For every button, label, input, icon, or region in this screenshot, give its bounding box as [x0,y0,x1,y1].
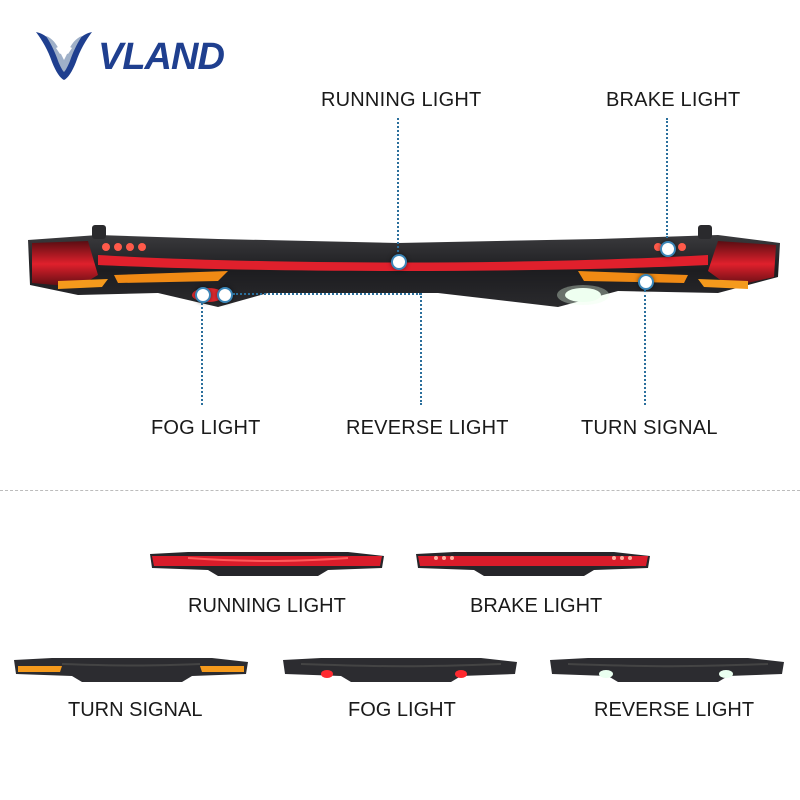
reverse-light-callout-v [420,293,422,405]
vland-eagle-logo-icon [36,32,92,80]
turn-signal-label: TURN SIGNAL [581,417,718,439]
variant-fog-lamp [281,654,519,684]
fog-light-callout-line [201,303,203,405]
variant-reverse-lamp [548,654,786,684]
reverse-light-marker [217,287,233,303]
fog-light-marker [195,287,211,303]
variant-brake-lamp [414,548,652,578]
reverse-light-callout-h [233,293,421,295]
brake-light-callout-line [666,118,668,238]
brand-name: VLAND [98,36,225,78]
variant-running-label: RUNNING LIGHT [188,595,346,617]
brake-light-label: BRAKE LIGHT [606,89,741,111]
main-taillight [18,215,788,320]
variant-turn-label: TURN SIGNAL [68,699,203,721]
running-light-marker [391,254,407,270]
turn-signal-marker [638,274,654,290]
variant-running-lamp [148,548,386,578]
running-light-label: RUNNING LIGHT [321,89,482,111]
fog-light-label: FOG LIGHT [151,417,261,439]
brand-logo [32,26,222,82]
reverse-light-label: REVERSE LIGHT [346,417,509,439]
variant-brake-label: BRAKE LIGHT [470,595,603,617]
variant-fog-label: FOG LIGHT [348,699,456,721]
turn-signal-callout-line [644,290,646,405]
brake-light-marker [660,241,676,257]
section-divider [0,490,800,491]
running-light-callout-line [397,118,399,252]
variant-turn-lamp [12,654,250,684]
variant-reverse-label: REVERSE LIGHT [594,699,755,721]
